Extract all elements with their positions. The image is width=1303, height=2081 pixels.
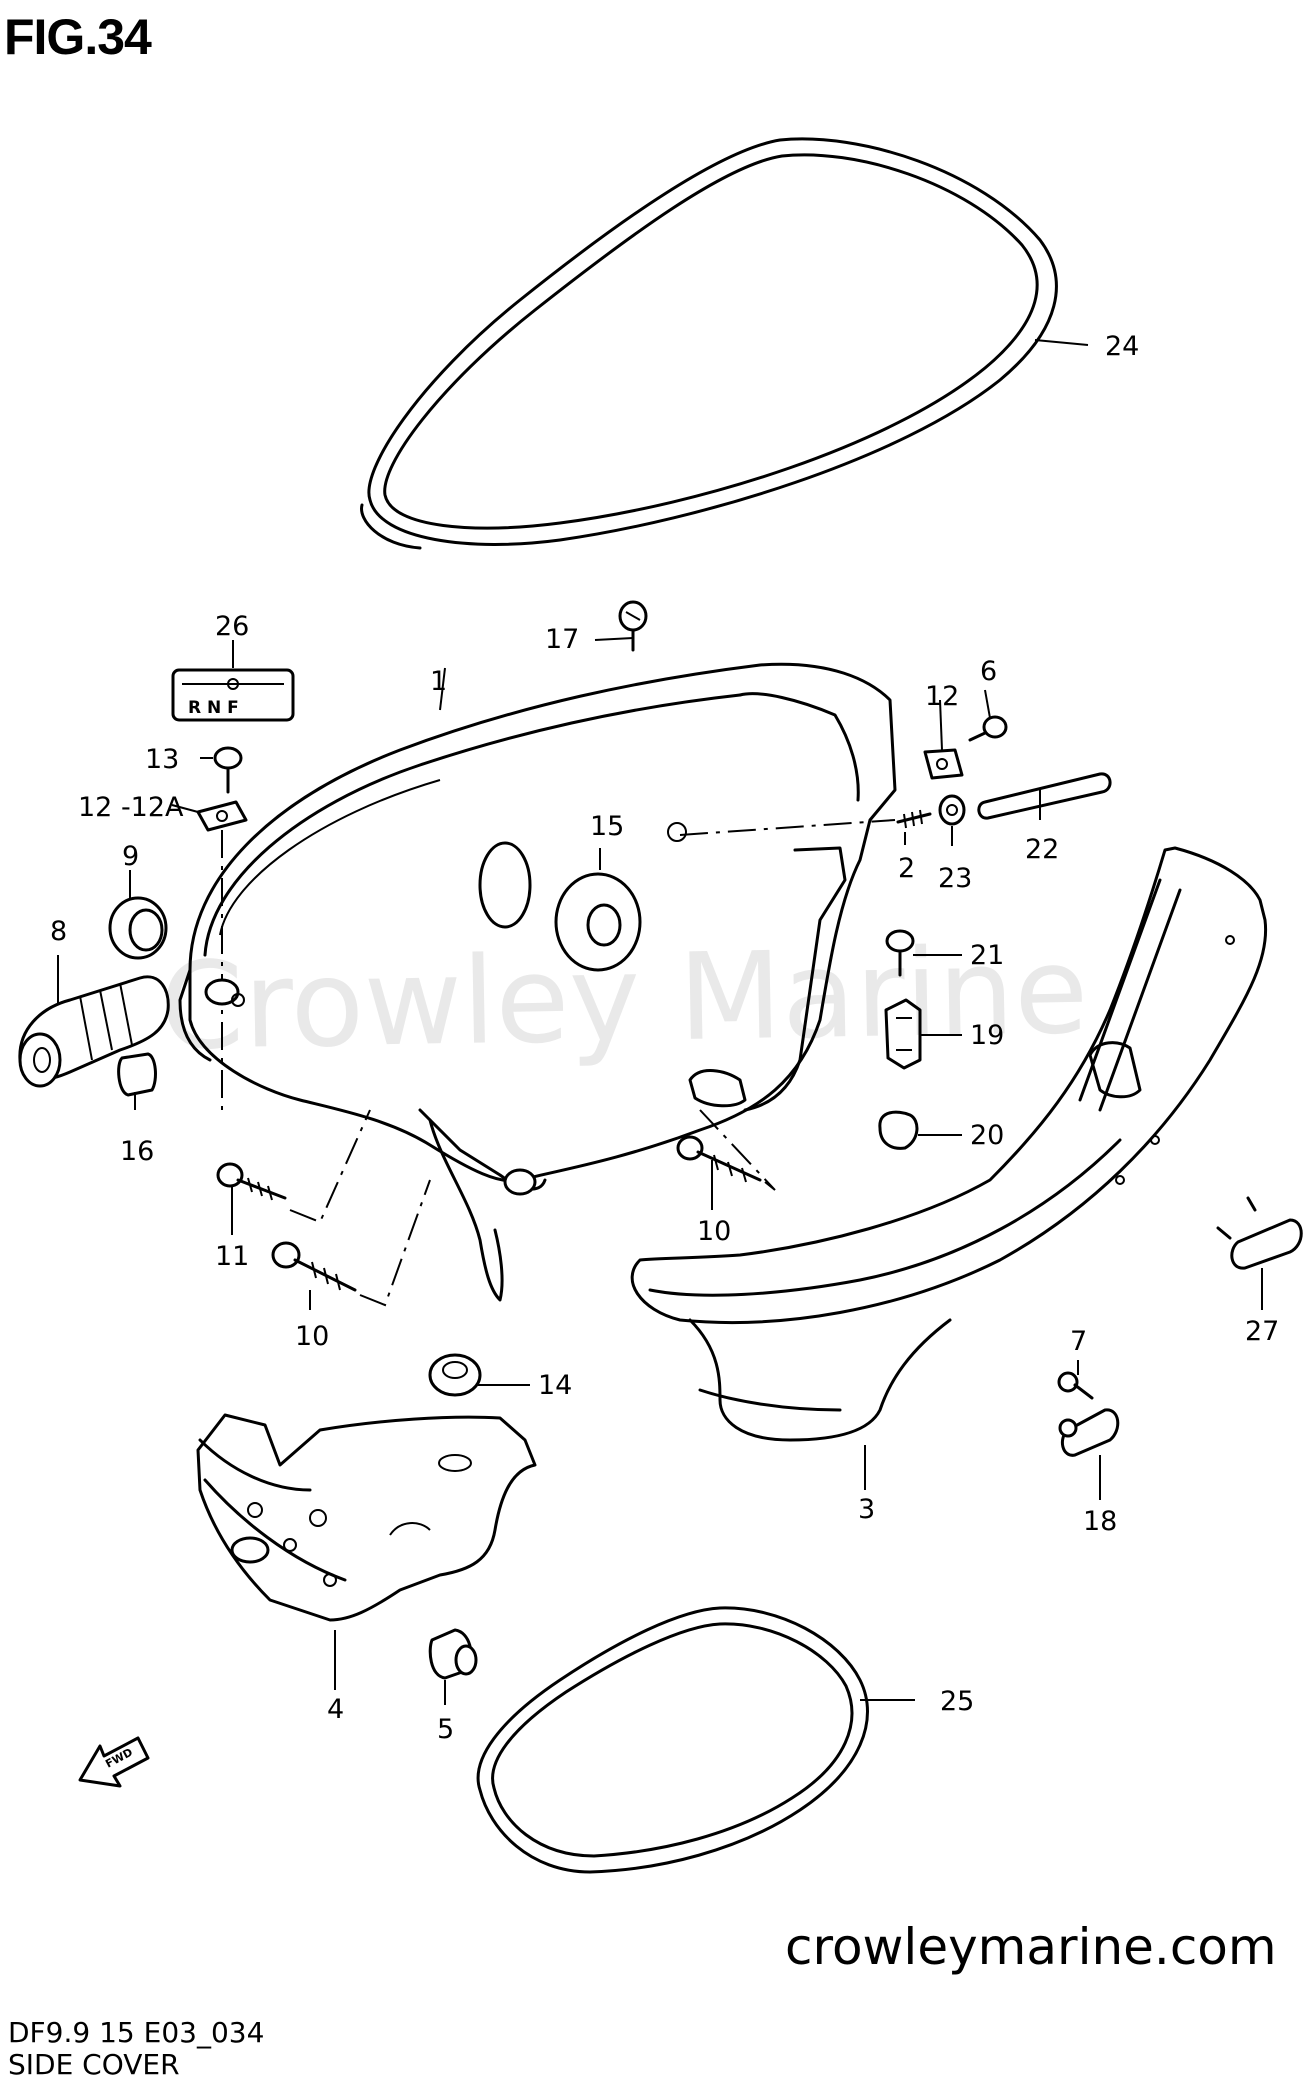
label-11: 11 xyxy=(215,1241,249,1272)
label-20: 20 xyxy=(970,1120,1004,1151)
part-16-clip[interactable] xyxy=(117,1052,157,1097)
model-code: DF9.9 15 E03_034 xyxy=(8,2016,265,2049)
label-17: 17 xyxy=(545,624,579,655)
part-2-spring[interactable] xyxy=(896,809,932,829)
part-1-port-side-cover[interactable] xyxy=(178,662,897,1302)
part-9-ring[interactable] xyxy=(108,896,168,960)
part-11-bolt[interactable] xyxy=(216,1162,287,1201)
label-3: 3 xyxy=(858,1494,875,1525)
part-15-grommet[interactable] xyxy=(554,872,642,972)
part-number-labels: 24 1 26 17 13 12 -12A 15 9 8 16 11 10 10… xyxy=(50,331,1279,1745)
part-13-screw[interactable] xyxy=(213,746,243,794)
part-7-screw[interactable] xyxy=(1057,1371,1094,1400)
part-26-shift-decal[interactable]: R N F xyxy=(171,668,295,722)
label-4: 4 xyxy=(327,1694,344,1725)
label-16: 16 xyxy=(120,1136,154,1167)
shift-decal-letters: R N F xyxy=(188,698,239,718)
part-4-bracket[interactable] xyxy=(196,1413,537,1622)
label-18: 18 xyxy=(1083,1506,1117,1537)
website-link[interactable]: crowleymarine.com xyxy=(785,1918,1277,1976)
label-10-right: 10 xyxy=(697,1216,731,1247)
label-21: 21 xyxy=(970,940,1004,971)
part-25-lower-seal[interactable] xyxy=(476,1606,869,1874)
part-22-rod[interactable] xyxy=(977,772,1112,820)
label-7: 7 xyxy=(1070,1326,1087,1357)
part-10-bolt-right[interactable] xyxy=(676,1135,762,1183)
part-17-pin[interactable] xyxy=(618,600,648,652)
leader-lines xyxy=(57,339,1263,1705)
part-3-starboard-side-cover[interactable] xyxy=(630,846,1268,1442)
label-10-left: 10 xyxy=(295,1321,329,1352)
part-12-nut[interactable] xyxy=(923,748,964,780)
part-19-bracket[interactable] xyxy=(884,998,922,1070)
part-20-nut[interactable] xyxy=(878,1110,919,1150)
part-27-latch[interactable] xyxy=(1216,1196,1303,1270)
label-23: 23 xyxy=(938,863,972,894)
part-8-boot[interactable] xyxy=(18,975,170,1088)
label-15: 15 xyxy=(590,811,624,842)
label-5: 5 xyxy=(437,1714,454,1745)
label-13: 13 xyxy=(145,744,179,775)
part-18-latch[interactable] xyxy=(1058,1408,1120,1457)
label-14: 14 xyxy=(538,1370,572,1401)
fwd-arrow-icon: FWD xyxy=(78,1736,150,1788)
label-24: 24 xyxy=(1105,331,1139,362)
part-21-screw[interactable] xyxy=(885,929,915,977)
section-name: SIDE COVER xyxy=(8,2048,180,2081)
label-27: 27 xyxy=(1245,1316,1279,1347)
label-1: 1 xyxy=(430,666,447,697)
figure-title: FIG.34 xyxy=(4,9,152,65)
label-6: 6 xyxy=(980,656,997,687)
part-5-grommet[interactable] xyxy=(428,1628,478,1680)
label-2: 2 xyxy=(898,853,915,884)
label-22: 22 xyxy=(1025,834,1059,865)
label-19: 19 xyxy=(970,1020,1004,1051)
part-12-12a-nut[interactable] xyxy=(196,800,248,832)
label-12: 12 xyxy=(925,681,959,712)
label-12-12a: 12 -12A xyxy=(78,792,184,823)
label-25: 25 xyxy=(940,1686,974,1717)
part-23-clip[interactable] xyxy=(938,794,966,826)
label-9: 9 xyxy=(122,841,139,872)
label-26: 26 xyxy=(215,611,249,642)
part-6-screw[interactable] xyxy=(968,715,1008,742)
part-10-bolt-left[interactable] xyxy=(271,1241,357,1292)
label-8: 8 xyxy=(50,916,67,947)
part-24-upper-seal[interactable] xyxy=(360,137,1058,550)
part-14-grommet[interactable] xyxy=(428,1353,482,1397)
